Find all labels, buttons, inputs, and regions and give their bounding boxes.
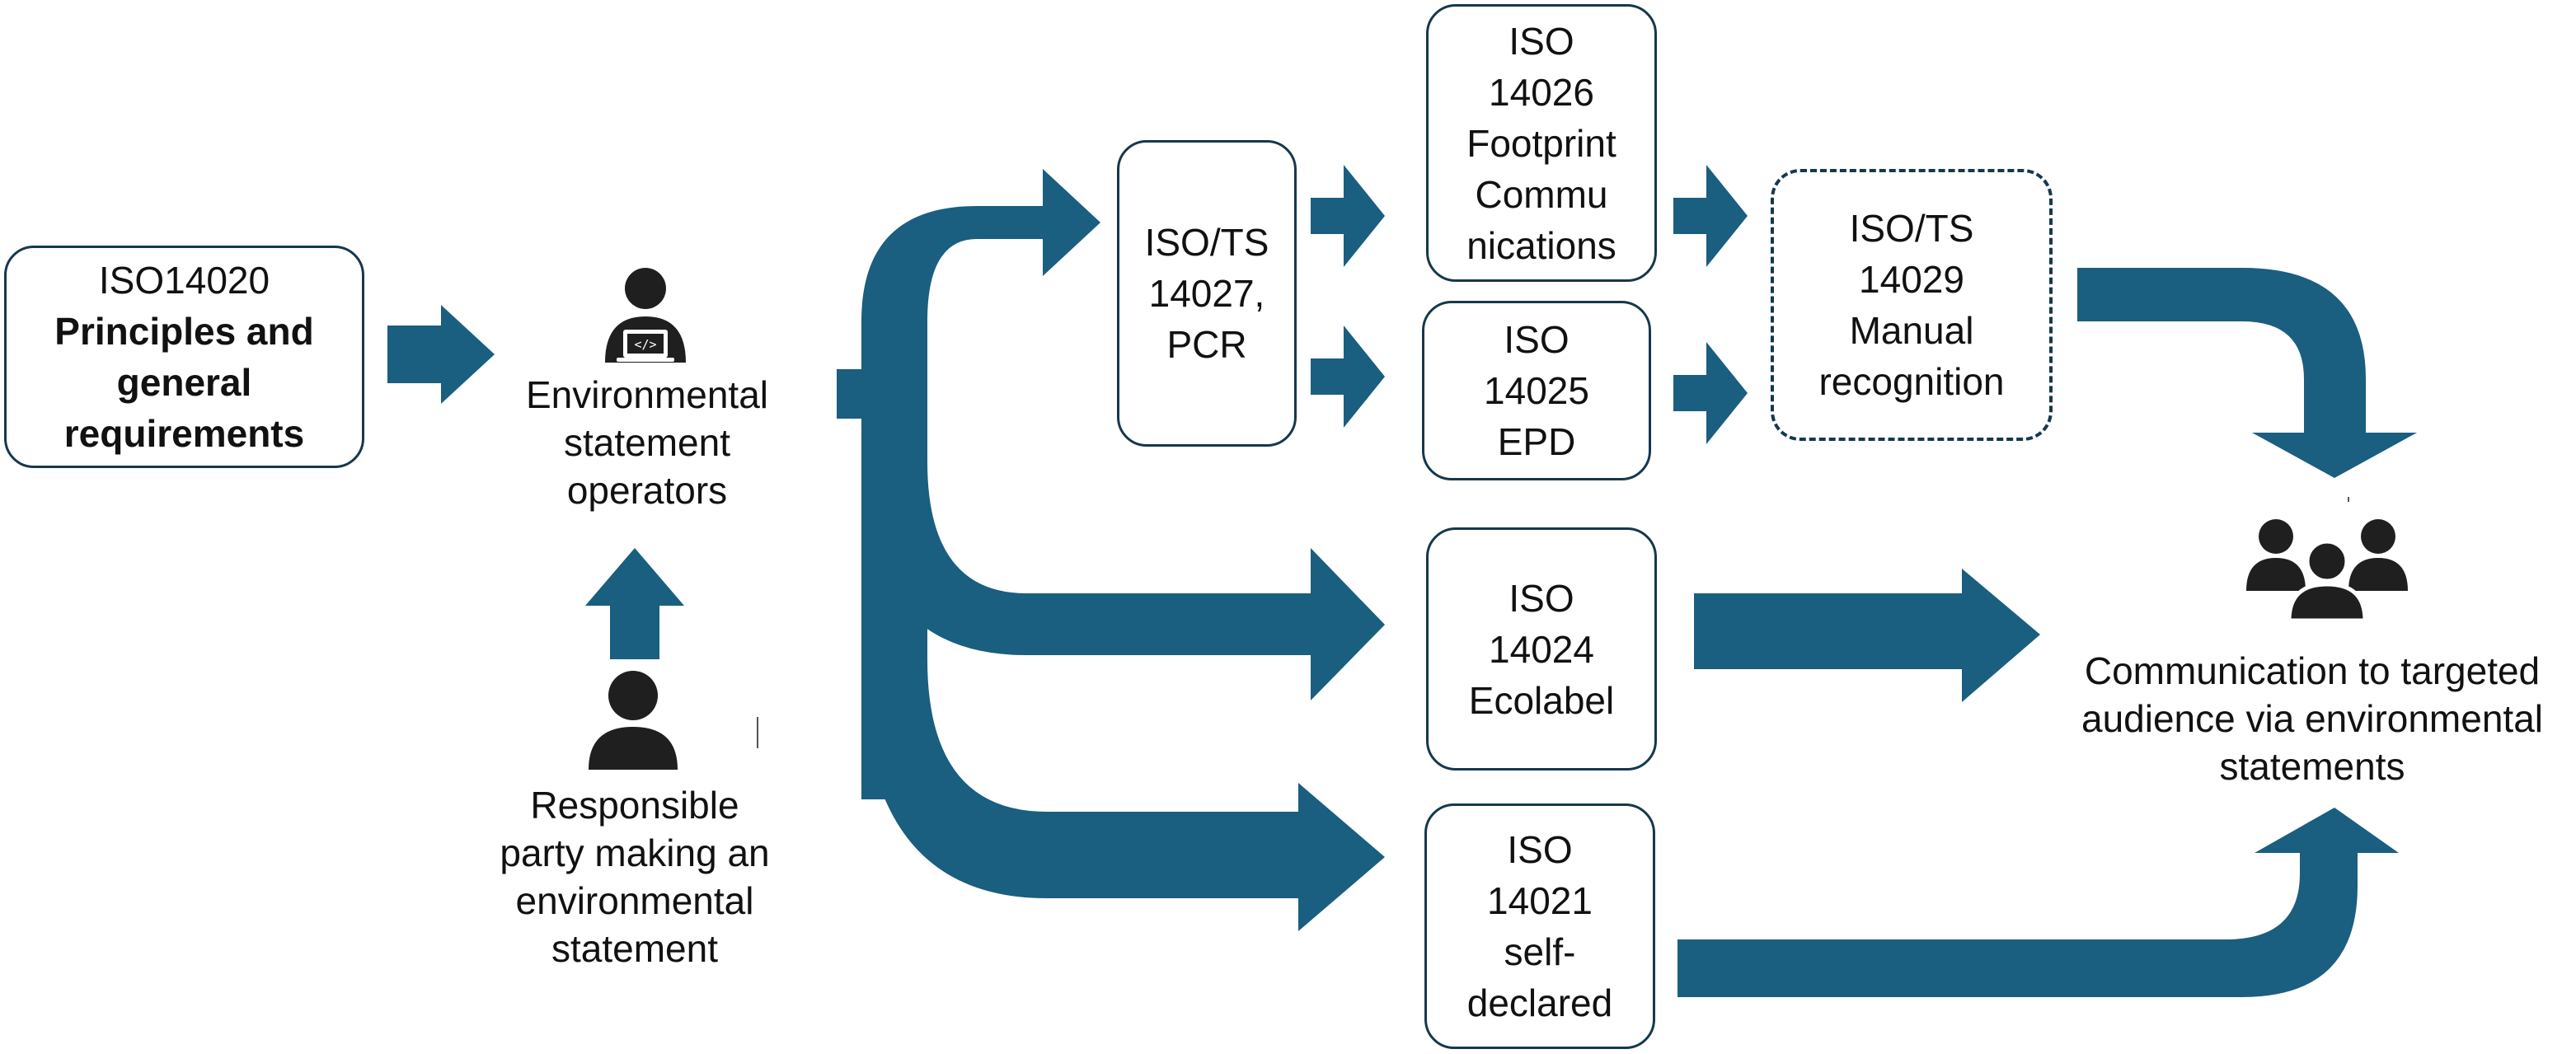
arrow-trunk-to-iso14021	[861, 659, 1385, 931]
audience-line3: statements	[2219, 745, 2405, 788]
operators-line3: operators	[566, 469, 728, 512]
divider-tick	[757, 717, 758, 748]
iso14027-line3: PCR	[1166, 323, 1247, 366]
responsible-line3: environmental	[515, 879, 754, 922]
box-iso14026: ISO 14026 Footprint Commu nications	[1426, 4, 1657, 282]
arrow-principles-to-operators	[387, 305, 495, 404]
iso14027-line1: ISO/TS	[1144, 221, 1269, 264]
label-audience: Communication to targeted audience via e…	[2048, 647, 2576, 790]
responsible-line4: statement	[551, 927, 718, 970]
operators-line1: Environmental	[525, 373, 769, 416]
iso14026-line3: Footprint	[1466, 121, 1616, 165]
arrow-iso14026-to-iso14029	[1673, 165, 1748, 267]
iso14021-line2: 14021	[1487, 879, 1593, 922]
iso14024-line3: Ecolabel	[1468, 678, 1615, 722]
arrow-iso14021-to-audience	[1677, 808, 2399, 997]
box-iso14029: ISO/TS 14029 Manual recognition	[1771, 169, 2053, 441]
iso14026-line2: 14026	[1489, 70, 1594, 114]
box-iso14025: ISO 14025 EPD	[1422, 301, 1651, 480]
iso14024-line1: ISO	[1509, 576, 1574, 620]
label-operators: Environmental statement operators	[486, 371, 808, 514]
audience-line2: audience via environmental	[2081, 697, 2544, 740]
label-responsible-party: Responsible party making an environmenta…	[470, 781, 800, 972]
arrow-iso14029-to-audience	[2077, 268, 2417, 478]
arrow-iso14027-to-iso14026	[1311, 165, 1385, 267]
iso14027-line2: 14027,	[1148, 272, 1265, 315]
divider-tick	[2348, 497, 2349, 502]
box-iso14020: ISO14020 Principles and general requirem…	[4, 246, 364, 468]
iso14029-line2: 14029	[1859, 258, 1964, 301]
arrow-trunk-to-iso14027	[861, 169, 1100, 799]
iso14021-line1: ISO	[1507, 828, 1573, 871]
box-iso14024: ISO 14024 Ecolabel	[1426, 527, 1657, 771]
arrow-iso14025-to-iso14029	[1673, 342, 1748, 444]
iso14025-line1: ISO	[1504, 318, 1570, 361]
iso14025-line3: EPD	[1497, 420, 1576, 463]
operators-line2: statement	[564, 421, 730, 464]
arrow-responsible-to-operators	[585, 548, 684, 659]
iso14026-line5: nications	[1466, 223, 1616, 267]
iso14020-title-line3: requirements	[63, 412, 305, 455]
person-with-laptop-icon: </>	[605, 268, 686, 363]
box-iso14027: ISO/TS 14027, PCR	[1117, 140, 1297, 447]
arrow-iso14024-to-audience	[1694, 569, 2040, 702]
iso14021-line4: declared	[1466, 981, 1613, 1024]
iso14020-code: ISO14020	[98, 259, 270, 302]
arrow-trunk-to-iso14024	[861, 461, 1385, 700]
iso14029-line1: ISO/TS	[1849, 207, 1974, 250]
iso14026-line1: ISO	[1509, 19, 1574, 63]
iso14020-title-line1: Principles and	[54, 310, 314, 353]
iso14021-line3: self-	[1504, 930, 1576, 973]
iso14029-line3: Manual	[1849, 309, 1974, 352]
box-iso14021: ISO 14021 self- declared	[1424, 803, 1655, 1049]
responsible-line2: party making an	[500, 831, 770, 874]
group-of-people-icon	[2246, 519, 2408, 622]
iso14029-line4: recognition	[1818, 360, 2005, 403]
person-icon	[589, 671, 678, 770]
iso14020-title-line2: general	[116, 361, 252, 404]
svg-text:</>: </>	[634, 337, 656, 352]
iso14026-line4: Commu	[1475, 172, 1608, 216]
responsible-line1: Responsible	[530, 784, 739, 827]
arrow-iso14027-to-iso14025	[1311, 326, 1385, 428]
iso14025-line2: 14025	[1484, 369, 1589, 412]
iso14024-line2: 14024	[1489, 627, 1594, 671]
audience-line1: Communication to targeted	[2084, 649, 2541, 692]
